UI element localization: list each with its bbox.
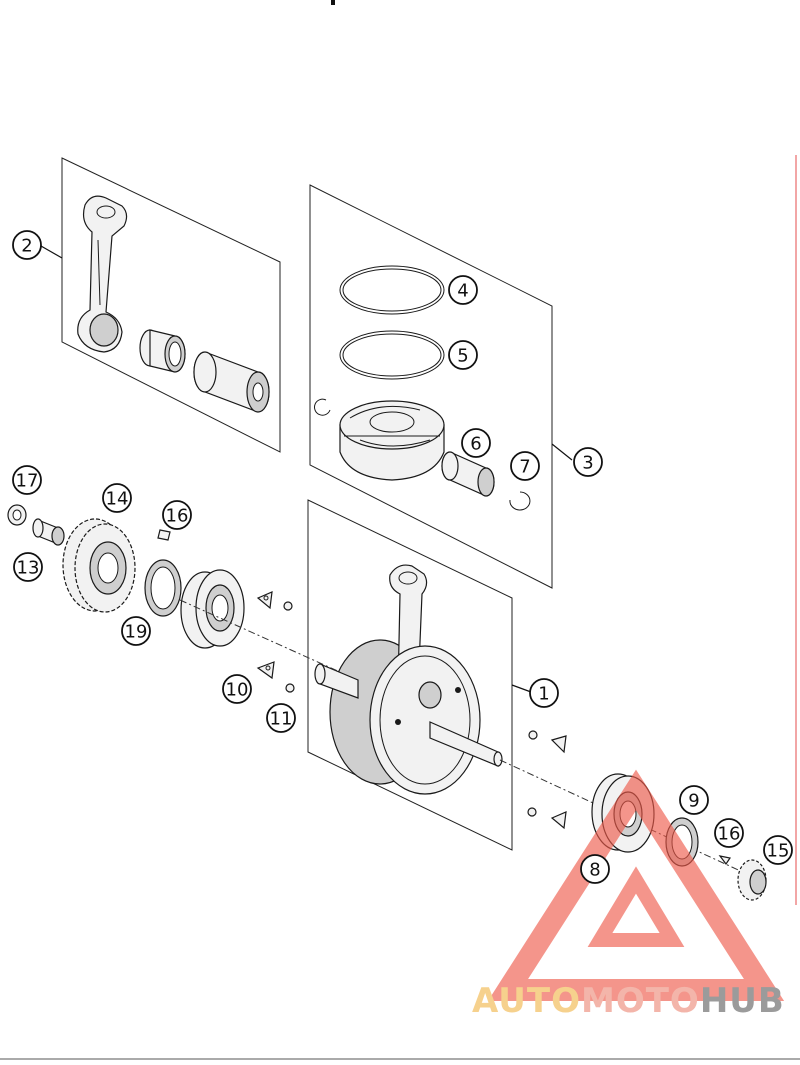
primary-gear-14-part (62, 518, 136, 613)
collar-13-part (32, 518, 65, 546)
callout-15: 15 (763, 835, 793, 865)
circlip-left-part (314, 398, 331, 416)
svg-text:5: 5 (457, 346, 468, 367)
bearing-bush-part (139, 329, 186, 373)
piston-part (339, 400, 445, 481)
watermark-logo: AUTOMOTOHUB (472, 769, 785, 1021)
bearing-retainer-10-part (256, 591, 275, 680)
callout-4: 4 (448, 275, 478, 305)
watermark-inner-mark (587, 866, 685, 947)
svg-text:9: 9 (688, 791, 699, 812)
callout-1: 1 (529, 678, 559, 708)
callout-16-left: 16 (162, 500, 192, 530)
svg-text:4: 4 (457, 281, 468, 302)
callout-5: 5 (448, 340, 478, 370)
svg-text:1: 1 (538, 684, 549, 705)
woodruff-key-16-left-part (157, 529, 171, 541)
connecting-rod-part (77, 195, 128, 353)
callout-17: 17 (12, 465, 42, 495)
svg-text:8: 8 (589, 860, 600, 881)
svg-text:16: 16 (166, 506, 189, 527)
svg-text:17: 17 (16, 471, 39, 492)
svg-text:13: 13 (17, 558, 40, 579)
piston-set-panel (309, 184, 553, 589)
bearing-retainer-right-part (550, 735, 567, 830)
svg-text:19: 19 (125, 622, 148, 643)
svg-text:6: 6 (470, 434, 481, 455)
watermark-text-hub: HUB (700, 981, 785, 1021)
callout-14: 14 (102, 483, 132, 513)
screw-11-part (283, 601, 295, 693)
crankshaft-panel (307, 499, 513, 851)
callout-16-right: 16 (714, 818, 744, 848)
ball-bearing-left-part (180, 569, 245, 649)
svg-text:15: 15 (767, 841, 790, 862)
svg-text:14: 14 (106, 489, 129, 510)
callout-11: 11 (266, 703, 296, 733)
callout-2: 2 (12, 230, 42, 260)
piston-ring-lower-part (339, 330, 445, 380)
watermark-text-moto: MOTO (581, 981, 700, 1021)
watermark-text-auto: AUTO (472, 981, 581, 1021)
svg-text:11: 11 (270, 709, 293, 730)
svg-text:10: 10 (226, 680, 249, 701)
svg-text:16: 16 (718, 824, 741, 845)
callout-7: 7 (510, 451, 540, 481)
callout-13: 13 (13, 552, 43, 582)
circlip-right-part (509, 491, 531, 511)
callouts: 2 4 5 6 7 3 17 14 16 13 19 10 11 1 9 16 … (12, 230, 793, 884)
spacer-sleeve-17-part (7, 504, 27, 526)
timing-gear-15-part (737, 859, 767, 901)
callout-9: 9 (679, 785, 709, 815)
callout-8: 8 (580, 854, 610, 884)
piston-ring-upper-part (339, 265, 445, 315)
right-center-axis (499, 759, 761, 881)
svg-text:2: 2 (21, 236, 32, 257)
left-side-parts (7, 504, 341, 693)
svg-text:3: 3 (582, 453, 593, 474)
leader-lines (40, 245, 573, 693)
cropped-heading-fragment (331, 0, 335, 5)
callout-6: 6 (461, 428, 491, 458)
svg-text:AUTOMOTOHUB: AUTOMOTOHUB (472, 981, 785, 1021)
svg-text:7: 7 (519, 457, 530, 478)
shaft-seal-19-part (144, 559, 182, 617)
woodruff-key-16-right-part (718, 855, 731, 866)
screw-right-part (527, 730, 538, 817)
callout-3: 3 (573, 447, 603, 477)
crank-pin-part (193, 351, 270, 413)
callout-10: 10 (222, 674, 252, 704)
crankshaft-part (314, 564, 503, 795)
left-center-axis (179, 599, 341, 673)
piston-pin-part (441, 451, 495, 497)
watermark-triangle (487, 769, 785, 1001)
conrod-set-panel (61, 157, 281, 453)
callout-19: 19 (121, 616, 151, 646)
